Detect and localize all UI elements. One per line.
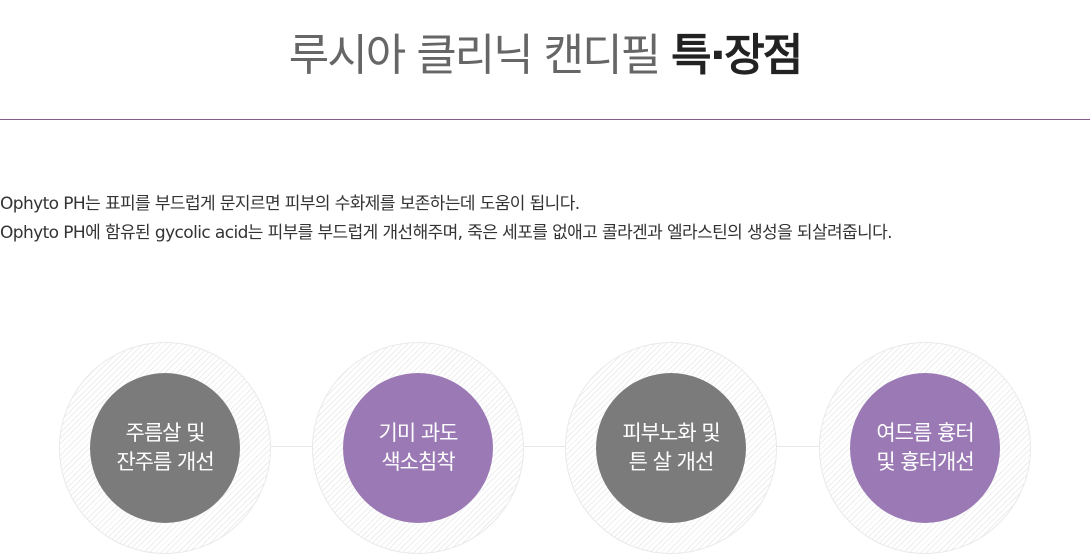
feature-label-line1: 주름살 및 (125, 421, 206, 445)
feature-circle-acne-scar: 여드름 흉터 및 흉터개선 (819, 342, 1031, 554)
feature-circles: 주름살 및 잔주름 개선 기미 과도 색소침착 피부노화 및 튼 살 개선 여드… (0, 340, 1090, 555)
title-light-text: 루시아 클리닉 캔디필 (288, 30, 672, 82)
feature-label-line1: 기미 과도 (378, 421, 459, 445)
description: Ophyto PH는 표피를 부드럽게 문지르면 피부의 수화제를 보존하는데 … (0, 190, 1090, 248)
feature-label-line2: 색소침착 (381, 450, 455, 474)
feature-badge: 주름살 및 잔주름 개선 (90, 373, 240, 523)
feature-label-line1: 여드름 흉터 (876, 421, 974, 445)
feature-circle-aging: 피부노화 및 튼 살 개선 (565, 342, 777, 554)
page-title: 루시아 클리닉 캔디필 특·장점 (0, 29, 1090, 83)
description-line-1: Ophyto PH는 표피를 부드럽게 문지르면 피부의 수화제를 보존하는데 … (0, 194, 580, 214)
feature-badge: 기미 과도 색소침착 (343, 373, 493, 523)
feature-label-line1: 피부노화 및 (622, 421, 720, 445)
description-line-2: Ophyto PH에 함유된 gycolic acid는 피부를 부드럽게 개선… (0, 223, 893, 243)
feature-circle-pigmentation: 기미 과도 색소침착 (312, 342, 524, 554)
title-divider (0, 119, 1090, 120)
connector-line (165, 446, 925, 447)
feature-circle-wrinkle: 주름살 및 잔주름 개선 (59, 342, 271, 554)
feature-label-line2: 및 흉터개선 (876, 450, 974, 474)
feature-label-line2: 잔주름 개선 (116, 450, 214, 474)
feature-label-line2: 튼 살 개선 (628, 450, 715, 474)
feature-badge: 피부노화 및 튼 살 개선 (596, 373, 746, 523)
feature-badge: 여드름 흉터 및 흉터개선 (850, 373, 1000, 523)
title-bold-text: 특·장점 (671, 30, 803, 82)
